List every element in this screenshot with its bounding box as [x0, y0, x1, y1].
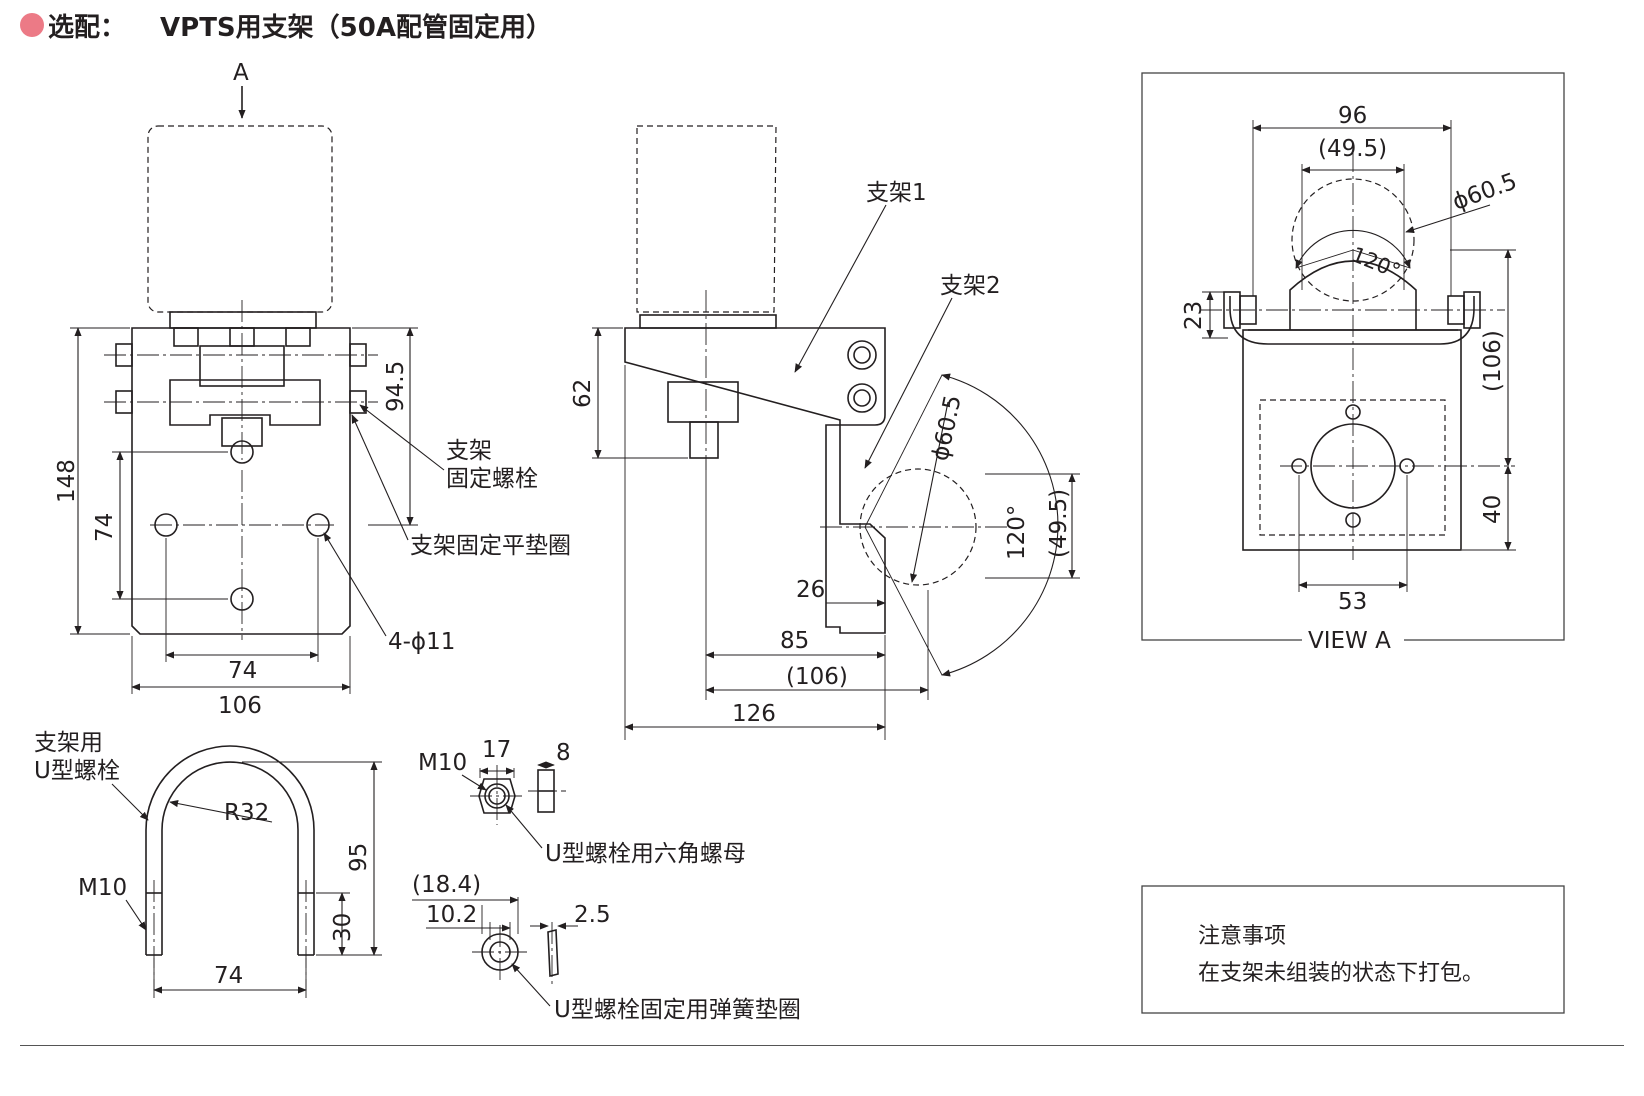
side-dim-106: (106): [786, 664, 848, 690]
valve-outline: [147, 125, 333, 313]
callout-bracket-bolt-2: 固定螺栓: [446, 466, 538, 492]
u-bolt-view: 支架用 U型螺栓 R32 M10 95 30 74: [34, 730, 382, 998]
bracket-plate: [131, 327, 351, 635]
side-dim-49-5: (49.5): [1046, 489, 1072, 558]
side-dim-26: 26: [796, 577, 825, 603]
bracket-2: [825, 424, 886, 634]
notes-body: 在支架未组装的状态下打包。: [1198, 961, 1485, 986]
dim-hole-74: 74: [228, 658, 257, 684]
side-dim-126: 126: [732, 701, 776, 727]
callout-washer: 支架固定平垫圈: [410, 533, 571, 559]
u-bolt-outline: [145, 745, 315, 955]
view-a-dim-40: 40: [1480, 495, 1506, 524]
view-a-dim-53: 53: [1338, 589, 1367, 615]
view-a-dim-diameter: ϕ60.5: [1449, 168, 1520, 215]
view-a: VIEW A 120° ϕ60.5 96: [1141, 72, 1565, 654]
callout-bracket2: 支架2: [940, 273, 1001, 299]
bracket-1: [624, 327, 886, 426]
nut-dim-17: 17: [482, 737, 511, 763]
nut-view: 17 M10 8 U型螺栓用六角螺母: [418, 737, 746, 867]
view-a-dim-96: 96: [1338, 103, 1367, 129]
front-view: A 106: [54, 60, 571, 719]
page-header: 选配： VPTS用支架（50A配管固定用）: [20, 8, 552, 43]
view-a-label: VIEW A: [1308, 628, 1391, 654]
dim-74-vertical: 74: [92, 513, 118, 542]
view-a-dim-23: 23: [1181, 301, 1207, 330]
side-dim-62: 62: [570, 379, 596, 408]
u-bolt-dim-95: 95: [346, 843, 372, 872]
bullet-dot-icon: [20, 13, 44, 37]
view-arrow-label: A: [233, 60, 249, 86]
side-dim-85: 85: [780, 628, 809, 654]
side-valve-outline: [636, 125, 777, 313]
bottom-divider: [20, 1045, 1624, 1046]
nut-thread: M10: [418, 750, 467, 776]
washer-dim-2-5: 2.5: [574, 902, 611, 928]
washer-dim-10-2: 10.2: [426, 902, 477, 928]
view-a-dim-angle: 120°: [1348, 242, 1404, 283]
notes-frame: [1141, 885, 1565, 1014]
dim-94-5: 94.5: [383, 361, 409, 412]
nut-dim-8: 8: [556, 740, 571, 766]
side-view: ϕ60.5 120° (49.5) 62 26 85 (106) 126 支架1…: [570, 125, 1080, 740]
callout-bracket1: 支架1: [866, 180, 927, 206]
callout-bracket-bolt-1: 支架: [446, 438, 492, 464]
u-bolt-label-1: 支架用: [34, 730, 103, 756]
washer-dim-18-4: (18.4): [412, 872, 481, 898]
washer-view: (18.4) 10.2 2.5 U型螺栓固定用弹簧垫圈: [412, 872, 801, 1023]
dim-148: 148: [54, 459, 80, 503]
u-bolt-thread: M10: [78, 875, 127, 901]
u-bolt-dim-radius: R32: [224, 800, 269, 826]
header-label: 选配：: [48, 12, 127, 43]
u-bolt-dim-74: 74: [214, 963, 243, 989]
view-a-dim-49-5: (49.5): [1318, 136, 1387, 162]
callout-holes: 4-ϕ11: [388, 629, 455, 655]
u-bolt-dim-30: 30: [330, 913, 356, 942]
washer-callout: U型螺栓固定用弹簧垫圈: [554, 997, 801, 1023]
side-dim-angle: 120°: [1004, 505, 1030, 560]
side-dim-diameter: ϕ60.5: [927, 393, 966, 463]
dim-106: 106: [218, 693, 262, 719]
u-bolt-label-2: U型螺栓: [34, 758, 120, 784]
view-a-dim-106: (106): [1480, 330, 1506, 392]
view-a-plate: [1242, 329, 1462, 551]
header-title: VPTS用支架（50A配管固定用）: [160, 12, 552, 43]
notes-title: 注意事项: [1198, 924, 1287, 949]
nut-callout: U型螺栓用六角螺母: [545, 841, 746, 867]
